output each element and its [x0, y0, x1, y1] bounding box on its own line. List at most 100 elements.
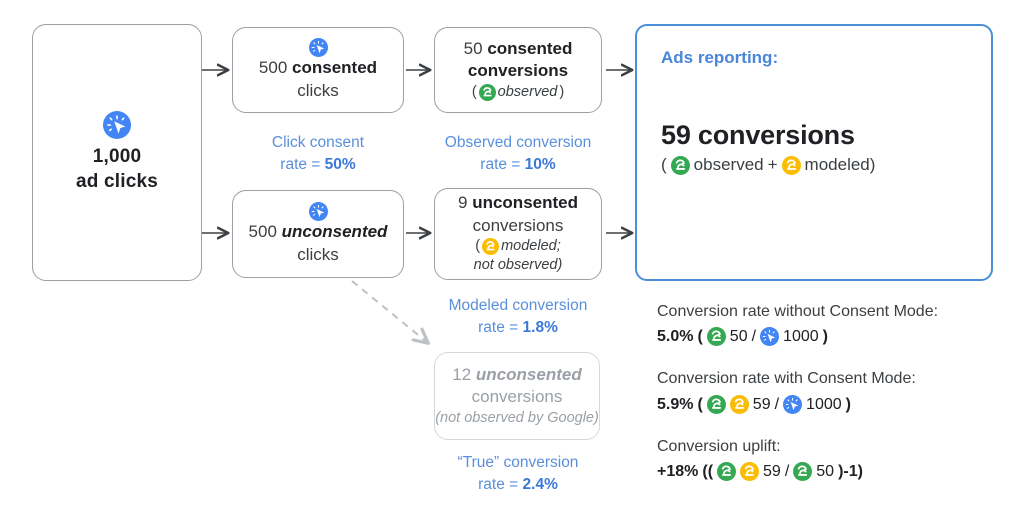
caption-true-conversion-rate-line2: rate = 2.4%: [422, 474, 614, 496]
panel-ads-reporting: Ads reporting: 59 conversions ( observed…: [635, 24, 993, 281]
ad-click-icon: [783, 394, 803, 414]
caption-true-conversion-rate: “True” conversion rate = 2.4%: [422, 452, 614, 495]
stat-divider: /: [751, 328, 757, 346]
stat-part-numerator: 59: [763, 462, 781, 480]
stat-close-paren: ): [845, 395, 851, 413]
caption-modeled-conversion-rate: Modeled conversion rate = 1.8%: [422, 295, 614, 338]
card-consented-conversions: 50 consented conversions ( observed): [434, 27, 602, 113]
stat-without-consent-mode: Conversion rate without Consent Mode: 5.…: [657, 300, 1007, 348]
ads-reporting-headline: 59 conversions: [661, 120, 855, 150]
card-true-unconsented-conversions: 12 unconsented conversions (not observed…: [434, 352, 600, 440]
unconsented-conversions-note-line2: not observed): [473, 257, 563, 274]
conversion-observed-icon: [706, 394, 726, 414]
stat-close-paren: )-1): [838, 462, 863, 480]
conversion-observed-icon: [706, 327, 726, 347]
unconsented-clicks-line1: 500 unconsented: [249, 221, 388, 243]
conversion-observed-icon: [670, 155, 690, 175]
stat-divider: /: [774, 395, 780, 413]
stat-value: 5.9%: [657, 395, 694, 413]
conversion-modeled-icon: [781, 155, 801, 175]
consented-clicks-number: 500: [258, 58, 288, 78]
card-ad-clicks: 1,000 ad clicks: [32, 24, 202, 281]
consented-conversions-line1: 50 consented: [464, 38, 573, 60]
stat-value: 5.0%: [657, 328, 694, 346]
unconsented-conversions-emphasis: unconsented: [472, 193, 578, 213]
caption-observed-conversion-rate: Observed conversion rate = 10%: [422, 132, 614, 175]
unconsented-conversions-number: 9: [458, 193, 468, 213]
caption-modeled-conversion-rate-line1: Modeled conversion: [448, 297, 588, 314]
consented-conversions-label: conversions: [468, 60, 568, 82]
unconsented-clicks-label: clicks: [297, 244, 339, 264]
ads-reporting-title: Ads reporting:: [661, 48, 779, 67]
stat-open-paren: (: [697, 395, 703, 413]
true-conversions-note: (not observed by Google): [435, 409, 599, 426]
ad-click-icon: [308, 38, 328, 58]
consented-conversions-emphasis: consented: [487, 39, 573, 58]
caption-click-consent-rate-line2: rate = 50%: [232, 154, 404, 176]
stat-part-numerator: 59: [752, 395, 771, 413]
note-text: modeled;: [501, 238, 561, 255]
card-consented-clicks: 500 consented clicks: [232, 27, 404, 113]
stat-with-consent-mode: Conversion rate with Consent Mode: 5.9% …: [657, 367, 1007, 415]
stat-close-paren: ): [822, 328, 828, 346]
card-unconsented-conversions: 9 unconsented conversions ( modeled; not…: [434, 188, 602, 280]
breakdown-modeled-label: modeled): [804, 155, 876, 174]
caption-click-consent-rate: Click consent rate = 50%: [232, 132, 404, 175]
true-conversions-label: conversions: [471, 387, 563, 407]
note-open-paren: (: [471, 83, 477, 100]
caption-true-conversion-rate-prefix: rate =: [478, 475, 523, 493]
consented-conversions-note: ( observed): [472, 83, 564, 102]
caption-click-consent-rate-value: 50%: [324, 155, 356, 173]
caption-modeled-conversion-rate-prefix: rate =: [478, 318, 523, 336]
unconsented-conversions-note: ( modeled;: [475, 237, 561, 256]
stat-part-denominator: 1000: [806, 395, 842, 413]
stat-heading: Conversion rate with Consent Mode:: [657, 370, 916, 388]
caption-true-conversion-rate-value: 2.4%: [522, 475, 558, 493]
card-unconsented-clicks: 500 unconsented clicks: [232, 190, 404, 278]
ad-clicks-label: ad clicks: [75, 171, 159, 192]
caption-true-conversion-rate-line1: “True” conversion: [457, 454, 579, 471]
caption-modeled-conversion-rate-line2: rate = 1.8%: [422, 317, 614, 339]
unconsented-conversions-label: conversions: [472, 215, 564, 235]
conversion-observed-icon: [717, 462, 737, 482]
breakdown-open-paren: (: [661, 155, 667, 174]
caption-observed-conversion-rate-prefix: rate =: [480, 155, 525, 173]
stat-heading: Conversion uplift:: [657, 437, 781, 455]
true-conversions-number: 12: [452, 365, 472, 384]
caption-observed-conversion-rate-line2: rate = 10%: [422, 154, 614, 176]
ad-click-icon: [103, 110, 131, 139]
caption-modeled-conversion-rate-value: 1.8%: [522, 318, 558, 336]
true-conversions-line1: 12 unconsented: [452, 364, 581, 386]
unconsented-conversions-line1: 9 unconsented: [458, 192, 578, 214]
stat-conversion-uplift: Conversion uplift: +18% (( 59: [657, 435, 1007, 483]
caption-observed-conversion-rate-value: 10%: [524, 155, 556, 173]
stat-heading: Conversion rate without Consent Mode:: [657, 303, 939, 320]
caption-observed-conversion-rate-line1: Observed conversion: [444, 134, 592, 151]
stat-value: +18%: [657, 462, 699, 480]
stat-value-row: +18% (( 59 /: [657, 460, 1007, 483]
ad-clicks-number: 1,000: [92, 145, 142, 167]
note-open-paren: (: [475, 238, 481, 255]
ad-click-icon: [308, 202, 328, 222]
conversion-observed-icon: [793, 462, 813, 482]
stat-part-numerator: 50: [729, 328, 748, 346]
stats-block: Conversion rate without Consent Mode: 5.…: [657, 300, 1007, 502]
ads-reporting-breakdown: ( observed + modeled): [661, 155, 967, 175]
consented-conversions-number: 50: [463, 39, 483, 58]
breakdown-observed-label: observed: [693, 155, 764, 174]
stat-open-paren: (: [697, 328, 703, 346]
consented-clicks-emphasis: consented: [292, 58, 378, 78]
stat-part-denominator: 50: [816, 462, 835, 480]
stat-open-paren: ((: [702, 462, 714, 480]
arrow-dashed-to-true-conversions: [351, 280, 428, 343]
unconsented-clicks-number: 500: [248, 222, 277, 242]
caption-click-consent-rate-line1: Click consent: [271, 134, 365, 151]
note-close-paren: ): [559, 83, 565, 100]
conversion-modeled-icon: [729, 394, 749, 414]
consented-clicks-label: clicks: [297, 80, 339, 100]
conversion-modeled-icon: [482, 238, 500, 256]
unconsented-clicks-emphasis: unconsented: [281, 222, 388, 242]
note-text: observed: [497, 83, 558, 100]
stat-value-row: 5.9% ( 59 /: [657, 393, 1007, 416]
